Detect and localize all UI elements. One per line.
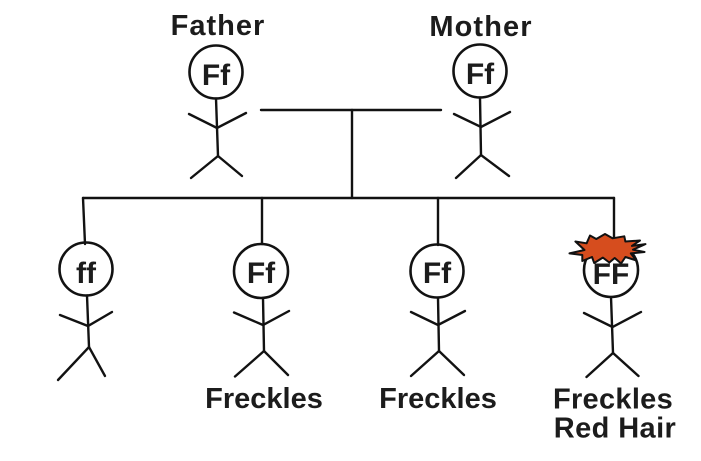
svg-text:Mother: Mother (429, 11, 532, 43)
svg-text:Ff: Ff (247, 257, 276, 290)
svg-text:Red Hair: Red Hair (554, 413, 676, 445)
svg-text:Freckles: Freckles (553, 384, 673, 416)
svg-text:FF: FF (593, 258, 630, 291)
svg-text:ff: ff (76, 257, 97, 290)
svg-text:Ff: Ff (202, 59, 231, 92)
svg-text:Freckles: Freckles (205, 383, 323, 415)
svg-text:Ff: Ff (423, 257, 452, 290)
svg-text:Father: Father (171, 10, 266, 42)
svg-text:Ff: Ff (466, 58, 495, 91)
svg-text:Freckles: Freckles (379, 383, 497, 415)
